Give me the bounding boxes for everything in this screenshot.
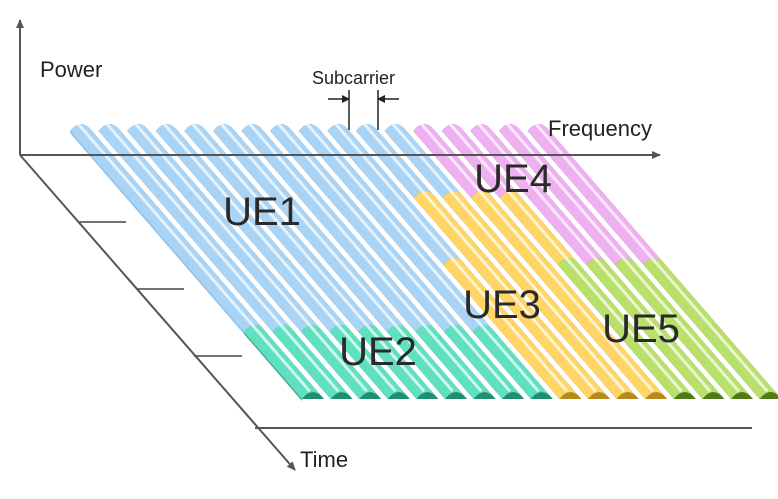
strip-end-cap xyxy=(359,392,382,399)
resource-block-ue3 xyxy=(558,323,639,400)
resource-block-ue2 xyxy=(272,323,353,400)
resource-block-ue3 xyxy=(501,323,582,400)
resource-block-ue2 xyxy=(329,323,411,400)
label-ue2: UE2 xyxy=(339,330,417,374)
strip-end-cap xyxy=(387,392,410,399)
resource-block-ue2 xyxy=(300,323,382,400)
resource-block-ue5 xyxy=(672,323,754,400)
subcarrier-marker xyxy=(328,90,399,130)
resource-block-ue2 xyxy=(243,323,325,401)
frequency-axis-label: Frequency xyxy=(548,116,652,141)
label-ue3: UE3 xyxy=(463,283,541,327)
resource-block-ue3 xyxy=(529,323,611,400)
strip-end-cap xyxy=(559,392,582,399)
resource-block-ue3 xyxy=(586,323,668,400)
strip-end-cap xyxy=(616,392,639,399)
resource-block-ue5 xyxy=(615,323,697,400)
resource-block-ue2 xyxy=(472,323,554,400)
strip-end-cap xyxy=(702,392,725,399)
strip-end-cap xyxy=(673,392,696,399)
resource-block-ue2 xyxy=(358,323,439,400)
subcarrier-label: Subcarrier xyxy=(312,68,395,88)
subcarrier-strips xyxy=(69,122,778,401)
strip-end-cap xyxy=(445,392,467,399)
strip-end-cap xyxy=(588,392,610,399)
time-axis xyxy=(19,154,296,471)
strip-end-cap xyxy=(759,392,778,399)
strip-end-cap xyxy=(645,392,668,399)
label-ue4: UE4 xyxy=(474,157,552,201)
strip-end-cap xyxy=(473,392,496,399)
resource-block-ue5 xyxy=(701,323,778,400)
floor-lines xyxy=(78,221,242,357)
strip-end-cap xyxy=(330,392,353,399)
strip-end-cap xyxy=(530,392,553,399)
strip-end-cap xyxy=(502,392,525,399)
resource-block-ue2 xyxy=(443,323,525,400)
label-ue1: UE1 xyxy=(223,190,301,234)
strip-end-cap xyxy=(731,392,753,399)
power-axis-label: Power xyxy=(40,57,102,82)
label-ue5: UE5 xyxy=(602,307,680,351)
resource-block-ue1 xyxy=(127,189,209,267)
resource-block-ue2 xyxy=(415,323,496,400)
strip-end-cap xyxy=(302,392,324,399)
time-axis-label: Time xyxy=(300,447,348,472)
resource-block-ue5 xyxy=(644,323,725,400)
resource-block-ue2 xyxy=(386,323,468,400)
strip-end-cap xyxy=(416,392,439,399)
